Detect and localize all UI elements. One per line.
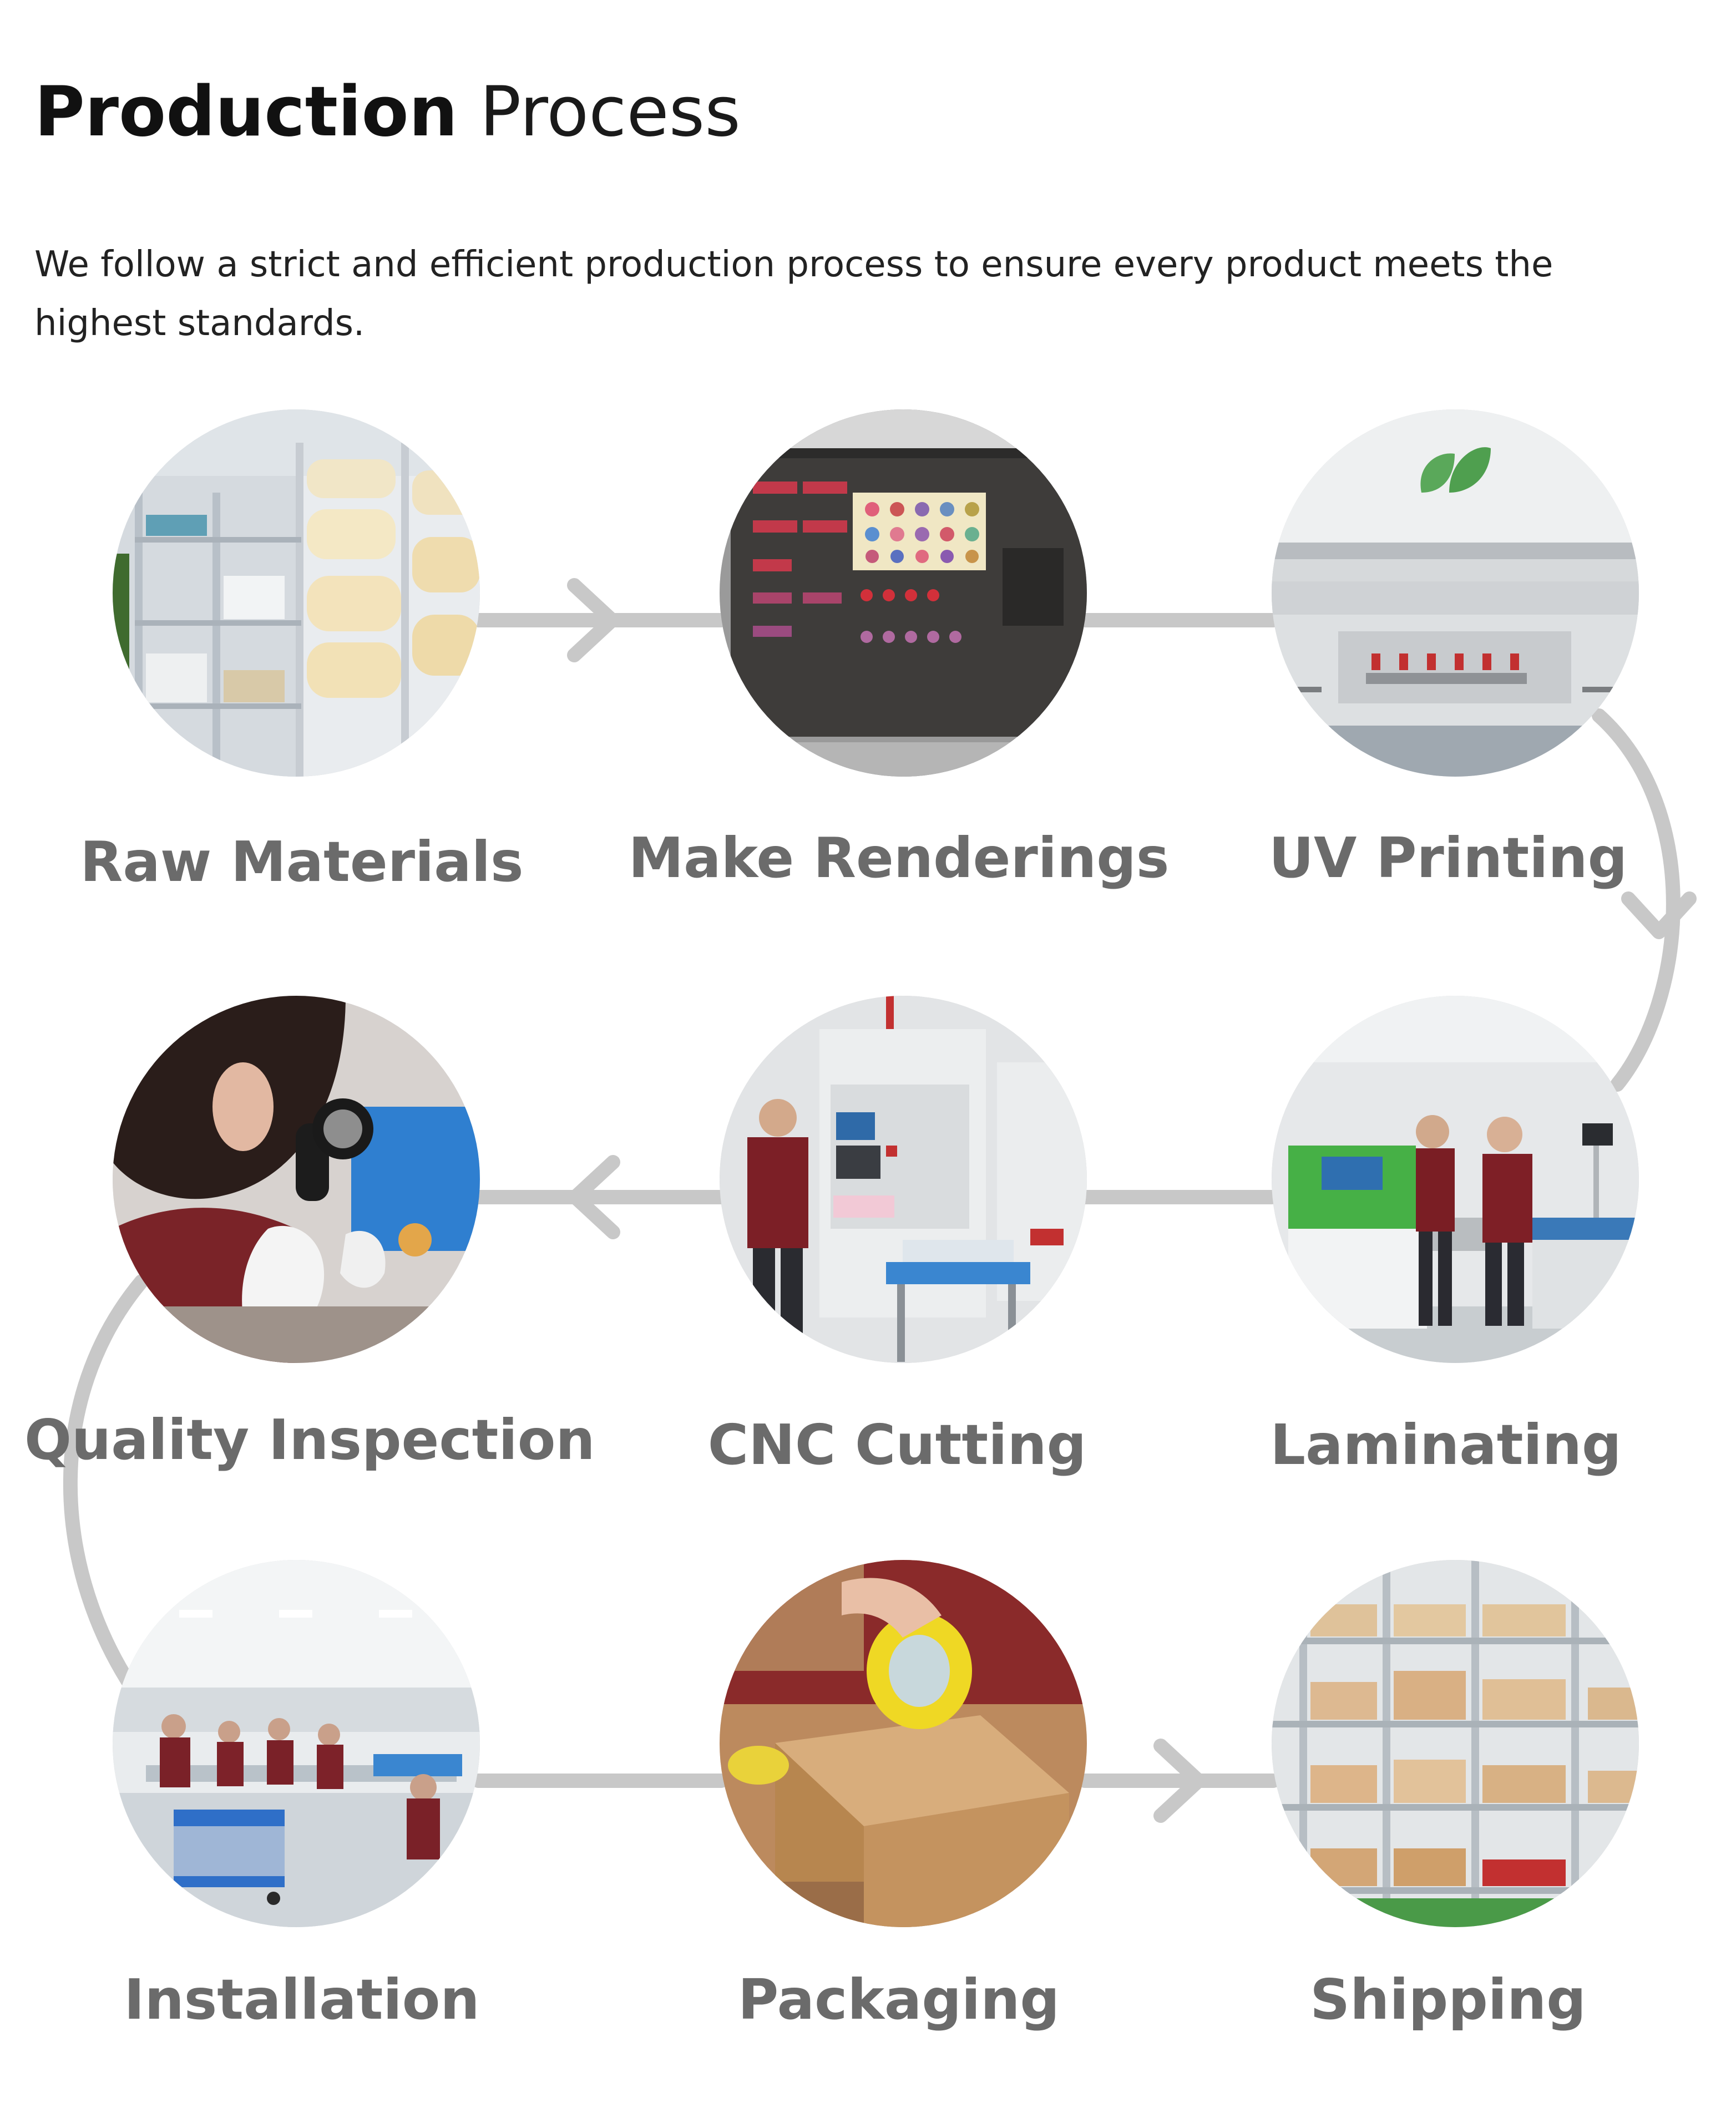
page-title: Production Process xyxy=(34,78,741,146)
step-photo-raw-materials xyxy=(113,409,480,777)
step-label-quality-inspection: Quality Inspection xyxy=(24,1407,595,1472)
step-photo-packaging xyxy=(720,1560,1087,1927)
step-photo-shipping xyxy=(1272,1560,1639,1927)
step-label-raw-materials: Raw Materials xyxy=(80,829,524,894)
connector-uv-to-laminating xyxy=(1592,708,1681,1092)
intro-paragraph: We follow a strict and efficient product… xyxy=(34,244,1553,344)
step-photo-installation xyxy=(113,1560,480,1927)
cnc-machine-photo-icon xyxy=(720,996,1087,1363)
arrow-down-icon xyxy=(1621,891,1697,939)
step-label-make-renderings: Make Renderings xyxy=(628,825,1170,890)
step-photo-laminating xyxy=(1272,996,1639,1363)
arrow-right-icon xyxy=(1153,1739,1206,1823)
connector-inspection-to-installation xyxy=(63,1274,149,1705)
step-photo-quality-inspection xyxy=(113,996,480,1363)
renderings-photo-icon xyxy=(720,409,1087,777)
raw-materials-photo-icon xyxy=(113,409,480,777)
step-label-shipping: Shipping xyxy=(1310,1967,1586,2032)
packaging-photo-icon xyxy=(720,1560,1087,1927)
laminating-photo-icon xyxy=(1272,996,1639,1363)
step-photo-cnc-cutting xyxy=(720,996,1087,1363)
title-bold: Production xyxy=(34,72,458,152)
uv-printer-photo-icon xyxy=(1272,409,1639,777)
inspection-photo-icon xyxy=(113,996,480,1363)
step-label-cnc-cutting: CNC Cutting xyxy=(707,1412,1087,1477)
step-photo-make-renderings xyxy=(720,409,1087,777)
step-label-laminating: Laminating xyxy=(1270,1412,1622,1477)
step-label-uv-printing: UV Printing xyxy=(1268,825,1628,890)
arrow-right-icon xyxy=(567,578,619,662)
shipping-photo-icon xyxy=(1272,1560,1639,1927)
installation-photo-icon xyxy=(113,1560,480,1927)
step-label-packaging: Packaging xyxy=(738,1967,1060,2032)
step-photo-uv-printing xyxy=(1272,409,1639,777)
step-label-installation: Installation xyxy=(124,1967,480,2032)
arrow-left-icon xyxy=(568,1155,620,1239)
title-light: Process xyxy=(479,72,741,152)
